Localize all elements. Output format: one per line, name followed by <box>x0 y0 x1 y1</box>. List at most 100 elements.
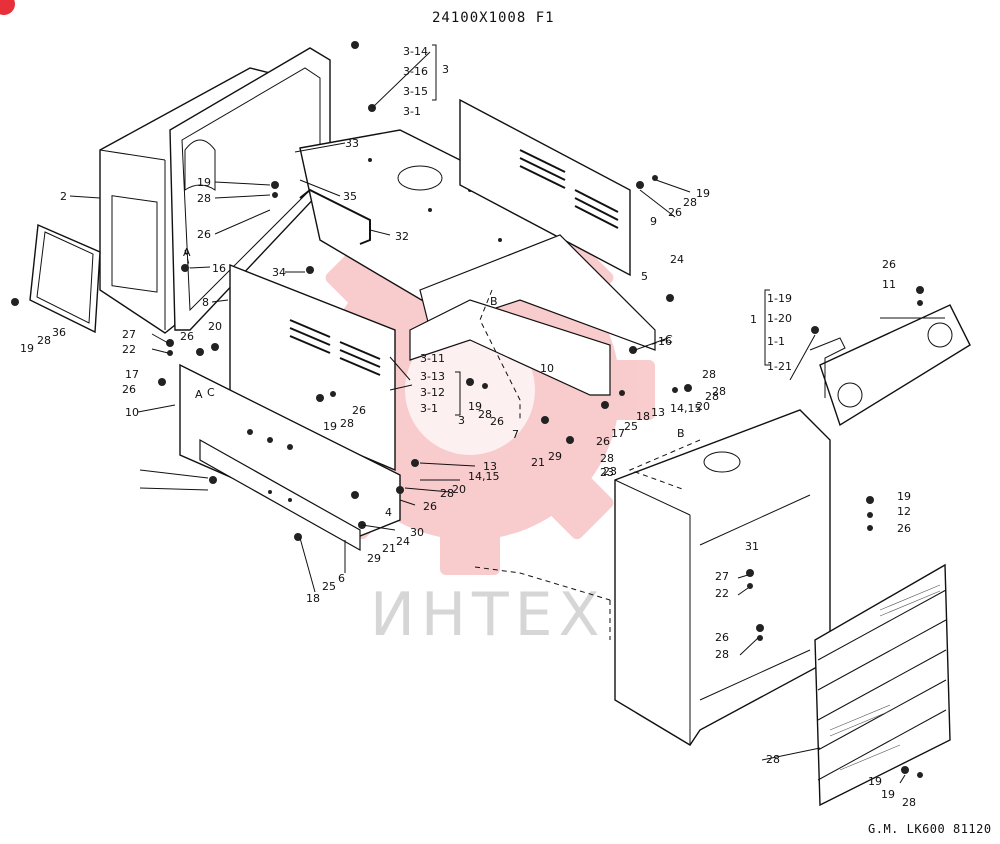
callout-label: 21 <box>531 456 545 469</box>
callout-label: 23 <box>603 465 617 478</box>
callout-label: 28 <box>340 417 354 430</box>
callout-label: 6 <box>338 572 345 585</box>
callout-label: A <box>195 388 203 401</box>
callout-label: 28 <box>902 796 916 809</box>
callout-label: 28 <box>705 390 719 403</box>
callout-label: 19 <box>197 176 211 189</box>
callout-label: 3-12 <box>420 386 445 399</box>
callout-label: 23 <box>600 466 614 479</box>
callout-label: 19 <box>881 788 895 801</box>
callout-label: 28 <box>702 368 716 381</box>
callout-label: 18 <box>306 592 320 605</box>
callout-label: A <box>183 246 191 259</box>
callout-label: 19 <box>20 342 34 355</box>
callout-label: 19 <box>897 490 911 503</box>
callout-label: 8 <box>202 296 209 309</box>
callout-label: B <box>677 427 685 440</box>
callout-label: 25 <box>322 580 336 593</box>
callout-label: 19 <box>468 400 482 413</box>
callout-label: 9 <box>650 215 657 228</box>
callout-label: 2 <box>60 190 67 203</box>
callout-label: 1-19 <box>767 292 792 305</box>
callout-label: 21 <box>382 542 396 555</box>
callout-label: 20 <box>452 483 466 496</box>
callout-label: 32 <box>395 230 409 243</box>
callout-label: 28 <box>766 753 780 766</box>
callout-label: 3-16 <box>403 65 428 78</box>
callout-label: 13 <box>651 406 665 419</box>
callout-label: 26 <box>423 500 437 513</box>
part-small-bracket <box>809 337 846 398</box>
part-handle <box>299 188 371 245</box>
callout-label: 3-1 <box>403 105 421 118</box>
watermark-text: ИНТЕХ <box>370 580 606 650</box>
callout-label: 10 <box>540 362 554 375</box>
callout-label: 26 <box>122 383 136 396</box>
callout-label: 1-20 <box>767 312 792 325</box>
callout-label: B <box>490 295 498 308</box>
callout-label: 33 <box>345 137 359 150</box>
callout-label: C <box>207 386 215 399</box>
callout-label: 3-11 <box>420 352 445 365</box>
part-cover-plate <box>29 223 101 334</box>
callout-label: 26 <box>180 330 194 343</box>
callout-label: 1-21 <box>767 360 792 373</box>
callout-label: 20 <box>208 320 222 333</box>
callout-label: 28 <box>712 385 726 398</box>
callout-label: 3-1 <box>420 402 438 415</box>
callout-label: 26 <box>197 228 211 241</box>
callout-label: 11 <box>882 278 896 291</box>
callout-label: 28 <box>715 648 729 661</box>
part-right-hood <box>614 409 831 746</box>
callout-label: 26 <box>490 415 504 428</box>
callout-label: 26 <box>897 522 911 535</box>
callout-label: 29 <box>367 552 381 565</box>
callout-label: 25 <box>624 420 638 433</box>
callout-label: 34 <box>272 266 286 279</box>
callout-label: 26 <box>715 631 729 644</box>
group-brackets <box>432 44 770 416</box>
callout-label: 1-1 <box>767 335 785 348</box>
callout-label: 10 <box>125 406 139 419</box>
callout-label: 28 <box>478 408 492 421</box>
callout-label: 3-14 <box>403 45 428 58</box>
assembly-connector-lines <box>184 249 701 640</box>
callout-label: 17 <box>611 427 625 440</box>
diagram-reference: G.M. LK600 81120 <box>868 822 992 836</box>
callout-label: 22 <box>715 587 729 600</box>
callout-label: 28 <box>683 196 697 209</box>
callout-label: 28 <box>440 487 454 500</box>
callout-label: 35 <box>343 190 357 203</box>
callout-label: 26 <box>596 435 610 448</box>
callout-label: 16 <box>212 262 226 275</box>
callout-label: 27 <box>122 328 136 341</box>
callout-label: 3-15 <box>403 85 428 98</box>
callout-label: 1 <box>750 313 757 326</box>
callout-label: 31 <box>745 540 759 553</box>
callout-label: 26 <box>882 258 896 271</box>
callout-label: 3 <box>458 414 465 427</box>
callout-label: 19 <box>323 420 337 433</box>
callout-label: 19 <box>868 775 882 788</box>
callout-label: 36 <box>52 326 66 339</box>
callout-label: 3 <box>442 63 449 76</box>
callout-label: 24 <box>670 253 684 266</box>
part-left-side-cover <box>99 67 291 334</box>
callout-label: 14,15 <box>468 470 500 483</box>
callout-label: 5 <box>641 270 648 283</box>
callout-label: 12 <box>897 505 911 518</box>
callout-label: 13 <box>483 460 497 473</box>
leader-lines <box>69 51 945 784</box>
callout-label: 7 <box>512 428 519 441</box>
callout-label: 14,15 <box>670 402 702 415</box>
callout-label: 28 <box>600 452 614 465</box>
callout-label: 27 <box>715 570 729 583</box>
callout-label: 28 <box>37 334 51 347</box>
callout-label: 16 <box>658 335 672 348</box>
part-inner-rails <box>409 234 656 396</box>
callout-label: 28 <box>197 192 211 205</box>
part-grille <box>814 563 951 807</box>
callout-label: 26 <box>352 404 366 417</box>
part-right-plate <box>819 304 971 427</box>
